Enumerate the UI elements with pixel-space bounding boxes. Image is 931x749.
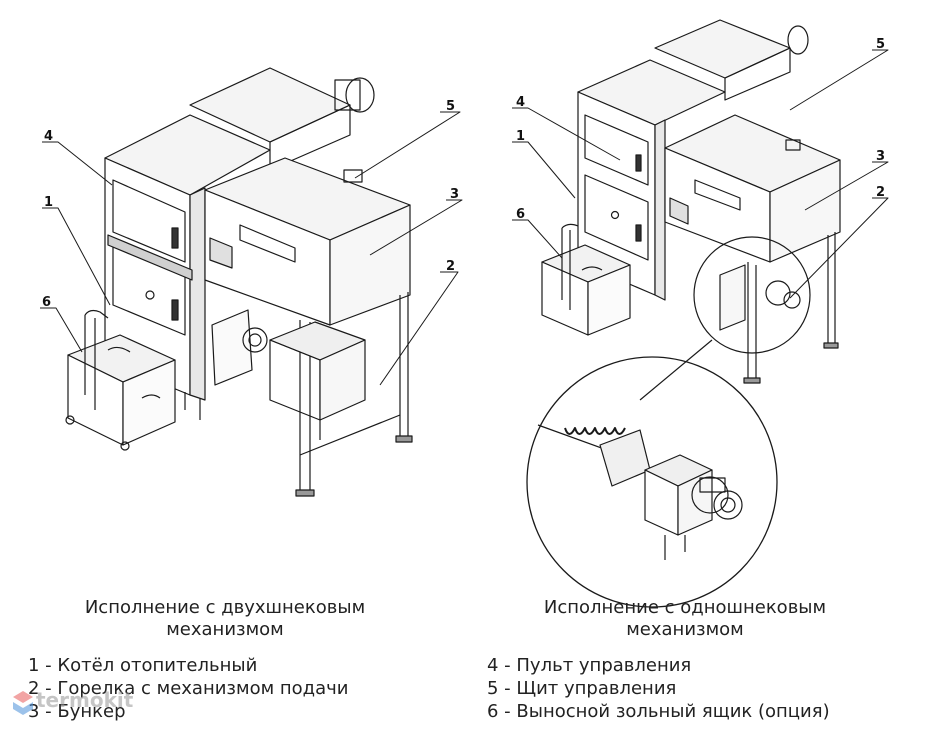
- callout-left-1: 1: [44, 195, 53, 210]
- callout-left-2: 2: [446, 259, 455, 274]
- callout-right-1: 1: [516, 129, 525, 144]
- legend-item-2: 2 - Горелка с механизмом подачи: [28, 678, 349, 699]
- callout-left-3: 3: [450, 187, 459, 202]
- callout-right-6: 6: [516, 207, 525, 222]
- callout-left-5: 5: [446, 99, 455, 114]
- watermark: termokit: [6, 682, 206, 722]
- legend-item-5: 5 - Щит управления: [487, 678, 677, 699]
- caption-right: Исполнение с одношнековым механизмом: [525, 597, 845, 641]
- caption-left-line2: механизмом: [166, 619, 284, 640]
- legend-item-1: 1 - Котёл отопительный: [28, 655, 258, 676]
- legend-left: 1 - Котёл отопительный 2 - Горелка с мех…: [28, 654, 348, 723]
- leader-lines: [40, 49, 889, 386]
- legend-item-4: 4 - Пульт управления: [487, 655, 692, 676]
- caption-left-line1: Исполнение с двухшнековым: [84, 597, 366, 618]
- caption-right-line2: механизмом: [626, 619, 744, 640]
- callout-right-4: 4: [516, 95, 525, 110]
- callout-right-3: 3: [876, 149, 885, 164]
- legend-item-6: 6 - Выносной зольный ящик (опция): [487, 701, 830, 722]
- right-assembly-drawing: [526, 19, 841, 608]
- callout-left-4: 4: [44, 129, 53, 144]
- callout-right-5: 5: [876, 37, 885, 52]
- callout-right-2: 2: [876, 185, 885, 200]
- watermark-text: termokit: [36, 688, 134, 712]
- legend-right: 4 - Пульт управления 5 - Щит управления …: [487, 654, 830, 723]
- legend-item-3: 3 - Бункер: [28, 701, 126, 722]
- caption-right-line1: Исполнение с одношнековым: [543, 597, 827, 618]
- watermark-logo-icon: [13, 691, 33, 715]
- left-assembly-drawing: [65, 67, 413, 497]
- callout-left-6: 6: [42, 295, 51, 310]
- caption-left: Исполнение с двухшнековым механизмом: [70, 597, 380, 641]
